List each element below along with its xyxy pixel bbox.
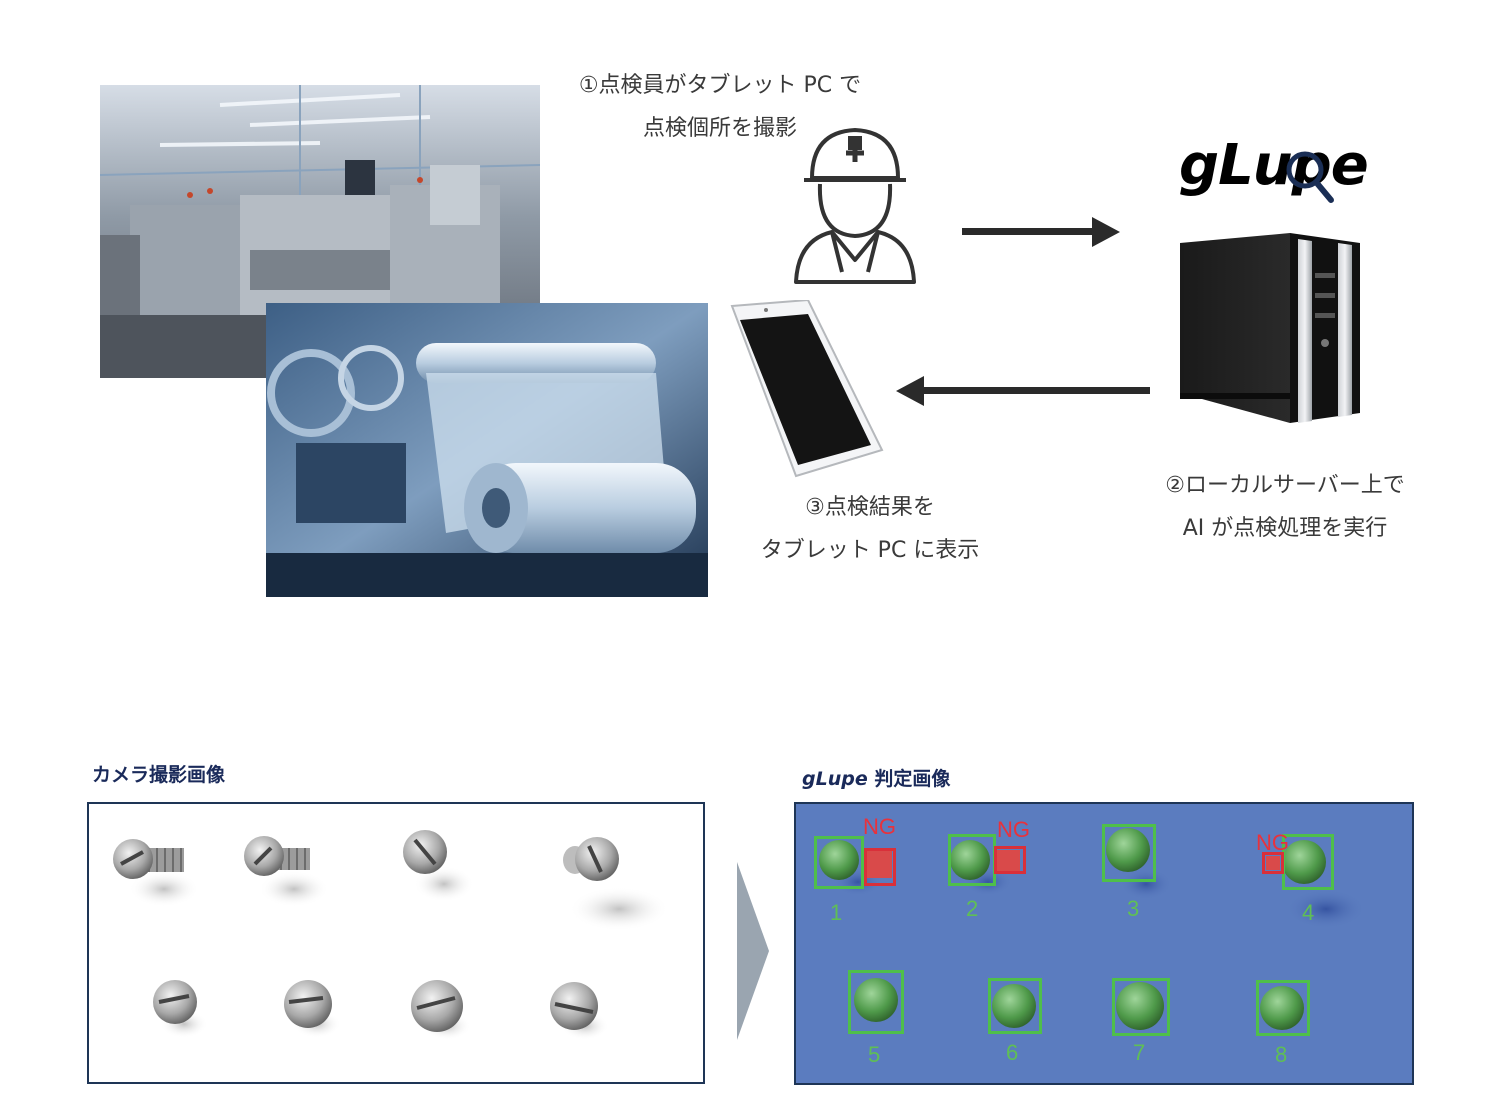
local-server-icon — [1180, 233, 1360, 436]
step1-caption-line1: ①点検員がタブレット PC で — [578, 73, 862, 98]
number-label-6: 6 — [1006, 1040, 1019, 1065]
raw-screw-1 — [113, 839, 199, 907]
detection-box-2 — [948, 834, 996, 886]
tablet-phone-icon — [726, 298, 886, 478]
detection-box-3 — [1102, 824, 1156, 882]
number-label-3: 3 — [1127, 896, 1140, 921]
step3-caption-line1: ③点検結果を — [805, 495, 935, 520]
number-label-2: 2 — [966, 896, 979, 921]
chevron-right-icon — [737, 862, 769, 1040]
raw-screw-6 — [284, 980, 341, 1038]
number-label-1: 1 — [830, 900, 843, 925]
step2-caption-line1: ②ローカルサーバー上で — [1165, 473, 1405, 498]
arrow-left-icon — [894, 374, 1152, 408]
ng-box-1 — [864, 848, 896, 886]
detection-box-4 — [1282, 834, 1334, 890]
step1-caption-line2: 点検個所を撮影 — [642, 116, 797, 141]
camera-image-panel — [87, 802, 705, 1084]
ng-label-2: NG — [997, 817, 1030, 842]
film-roll-photo — [266, 303, 708, 597]
ng-box-4 — [1262, 852, 1284, 874]
number-label-8: 8 — [1275, 1042, 1288, 1067]
raw-screw-4 — [563, 837, 669, 931]
raw-screw-3 — [403, 830, 474, 902]
judge-title-rest: 判定画像 — [867, 768, 951, 790]
arrow-right-icon — [962, 215, 1122, 249]
raw-screw-2 — [244, 836, 329, 907]
step2-caption-line2: AI が点検処理を実行 — [1182, 516, 1388, 541]
detection-box-6 — [988, 978, 1042, 1034]
number-label-5: 5 — [868, 1042, 881, 1067]
step3-caption-line2: タブレット PC に表示 — [760, 538, 980, 563]
raw-screw-5 — [153, 980, 208, 1038]
detection-box-5 — [848, 970, 904, 1034]
number-label-4: 4 — [1302, 900, 1315, 925]
number-label-7: 7 — [1133, 1040, 1146, 1065]
detection-box-1 — [814, 836, 864, 889]
raw-screw-7 — [411, 980, 471, 1040]
judge-title-brand: gLupe — [802, 768, 868, 790]
ng-label-1: NG — [863, 814, 896, 839]
judge-image-title: gLupe 判定画像 — [802, 764, 950, 791]
glupe-logo: gLupe — [1175, 128, 1375, 208]
ng-label-4: NG — [1256, 830, 1289, 855]
inspector-worker-icon — [790, 122, 920, 287]
raw-screw-8 — [550, 982, 609, 1040]
detection-box-7 — [1112, 978, 1170, 1036]
camera-image-title: カメラ撮影画像 — [92, 764, 226, 786]
judgement-image-panel: NG NG NG 1 2 3 4 5 6 7 8 — [794, 802, 1414, 1085]
ng-box-2 — [994, 846, 1026, 874]
glupe-logo-text: gLupe — [1179, 133, 1368, 198]
detection-box-8 — [1256, 980, 1310, 1036]
